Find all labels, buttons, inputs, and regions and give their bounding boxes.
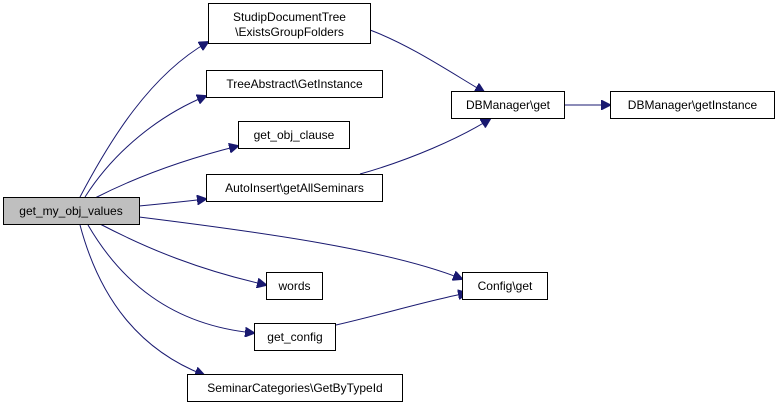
edge-get-config-to-config-get (335, 293, 467, 326)
node-db-manager-get-instance[interactable]: DBManager\getInstance (610, 91, 775, 119)
node-seminar-categories-get-by-type-id[interactable]: SeminarCategories\GetByTypeId (187, 374, 403, 402)
node-db-manager-get[interactable]: DBManager\get (451, 91, 565, 119)
node-label: get_my_obj_values (19, 204, 122, 218)
edge-root-to-get-by-type-id (79, 224, 204, 375)
node-label-line-1: StudipDocumentTree (233, 10, 346, 24)
node-studip-document-tree-exists-group-folders[interactable]: StudipDocumentTree \ExistsGroupFolders (208, 3, 371, 44)
node-label: words (277, 279, 310, 293)
edge-exists-group-folders-to-db-get (369, 29, 484, 92)
edge-root-to-config-get (138, 216, 462, 279)
edge-root-to-get-config (87, 224, 254, 333)
node-label-line-2: \ExistsGroupFolders (235, 25, 344, 39)
edge-root-to-words (99, 223, 266, 285)
node-auto-insert-get-all-seminars[interactable]: AutoInsert\getAllSeminars (206, 174, 383, 202)
edge-root-to-get-all-seminars (138, 199, 206, 207)
edge-get-all-seminars-to-db-get (359, 119, 490, 175)
node-label: get_obj_clause (254, 128, 335, 142)
edge-root-to-exists-group-folders (79, 42, 208, 198)
node-label: Config\get (478, 279, 533, 293)
node-tree-abstract-get-instance[interactable]: TreeAbstract\GetInstance (206, 70, 383, 98)
edge-root-to-get-obj-clause (94, 146, 238, 199)
node-label: DBManager\get (466, 98, 551, 112)
node-label: get_config (267, 330, 322, 344)
node-get-my-obj-values[interactable]: get_my_obj_values (3, 197, 140, 225)
node-label: DBManager\getInstance (628, 98, 758, 112)
node-get-obj-clause[interactable]: get_obj_clause (238, 121, 350, 149)
node-get-config[interactable]: get_config (254, 323, 336, 351)
edge-root-to-tree-get-instance (84, 96, 206, 198)
edges (79, 29, 610, 375)
node-label: TreeAbstract\GetInstance (226, 77, 363, 91)
node-config-get[interactable]: Config\get (462, 272, 548, 300)
node-label: AutoInsert\getAllSeminars (225, 181, 364, 195)
node-label: SeminarCategories\GetByTypeId (207, 381, 382, 395)
node-words[interactable]: words (266, 272, 323, 300)
